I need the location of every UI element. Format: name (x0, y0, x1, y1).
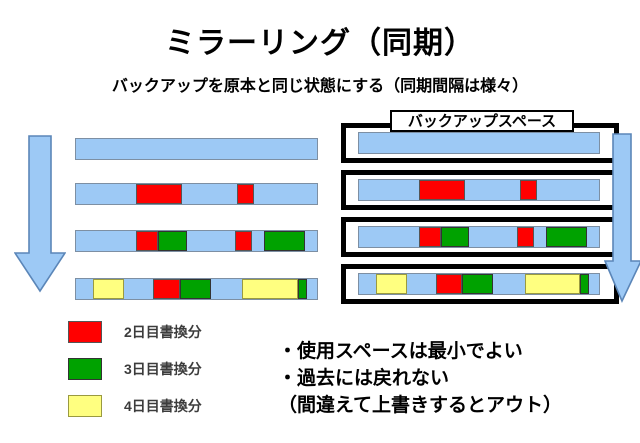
segment-blue (586, 227, 599, 247)
legend-label-yellow: 4日目書換分 (124, 398, 202, 414)
segment-yellow (375, 274, 407, 294)
segment-green (157, 231, 187, 251)
segment-red (419, 180, 465, 200)
segment-blue (469, 227, 518, 247)
legend-item-yellow: 4日目書換分 (68, 395, 202, 417)
segment-red (136, 184, 183, 204)
segment-yellow (524, 274, 580, 294)
segment-green (462, 274, 494, 294)
legend-swatch-green (68, 358, 102, 380)
segment-blue (464, 180, 520, 200)
segment-yellow (242, 279, 298, 299)
segment-red (136, 231, 158, 251)
segment-yellow (92, 279, 125, 299)
time-arrow-right (604, 133, 640, 303)
segment-blue (536, 180, 599, 200)
segment-blue (304, 231, 317, 251)
legend-swatch-red (68, 321, 102, 343)
segment-blue (210, 279, 243, 299)
legend-label-green: 3日目書換分 (124, 361, 202, 377)
backup-frame-day-2 (341, 170, 619, 210)
segment-blue (76, 139, 317, 159)
segment-red (235, 231, 252, 251)
segment-blue (182, 184, 238, 204)
segment-blue (359, 274, 376, 294)
segment-green (440, 227, 470, 247)
legend-label-red: 2日目書換分 (124, 324, 202, 340)
segment-red (419, 227, 441, 247)
backup-space-label: バックアップスペース (390, 110, 574, 132)
segment-blue (76, 184, 137, 204)
segment-red (519, 180, 537, 200)
backup-frame-day-3 (341, 217, 619, 257)
segment-green (546, 227, 587, 247)
page-title: ミラーリング（同期） (165, 27, 475, 60)
segment-green (263, 231, 305, 251)
note-line-1: ・使用スペースは最小でよい (278, 341, 523, 362)
original-bar-day-1 (75, 138, 318, 160)
backup-bar-day-3 (358, 226, 600, 248)
backup-bar-day-2 (358, 179, 600, 201)
note-line-3: （間違えて上書きするとアウト） (278, 395, 563, 416)
note-line-2: ・過去には戻れない (278, 368, 450, 389)
segment-red (153, 279, 180, 299)
segment-blue (307, 279, 317, 299)
segment-green (297, 279, 308, 299)
segment-blue (76, 231, 137, 251)
segment-green (179, 279, 211, 299)
original-bar-day-2 (75, 183, 318, 205)
page-subtitle: バックアップを原本と同じ状態にする（同期間隔は様々） (111, 78, 529, 95)
original-bar-day-4 (75, 278, 318, 300)
backup-frame-day-4 (341, 264, 619, 304)
original-bar-day-3 (75, 230, 318, 252)
segment-red (517, 227, 535, 247)
legend-swatch-yellow (68, 395, 102, 417)
segment-blue (359, 133, 599, 153)
segment-blue (589, 274, 599, 294)
legend-item-red: 2日目書換分 (68, 321, 202, 343)
segment-blue (534, 227, 547, 247)
segment-blue (251, 231, 264, 251)
segment-red (435, 274, 463, 294)
segment-green (579, 274, 590, 294)
segment-blue (76, 279, 93, 299)
notes-block: ・使用スペースは最小でよい・過去には戻れない （間違えて上書きするとアウト） (278, 338, 562, 419)
backup-bar-day-1 (358, 132, 600, 154)
segment-blue (406, 274, 436, 294)
time-arrow-left (14, 135, 66, 293)
segment-blue (359, 180, 419, 200)
segment-blue (124, 279, 154, 299)
legend-item-green: 3日目書換分 (68, 358, 202, 380)
segment-blue (359, 227, 419, 247)
backup-bar-day-4 (358, 273, 600, 295)
segment-blue (493, 274, 525, 294)
segment-red (237, 184, 255, 204)
segment-blue (186, 231, 236, 251)
segment-blue (254, 184, 317, 204)
